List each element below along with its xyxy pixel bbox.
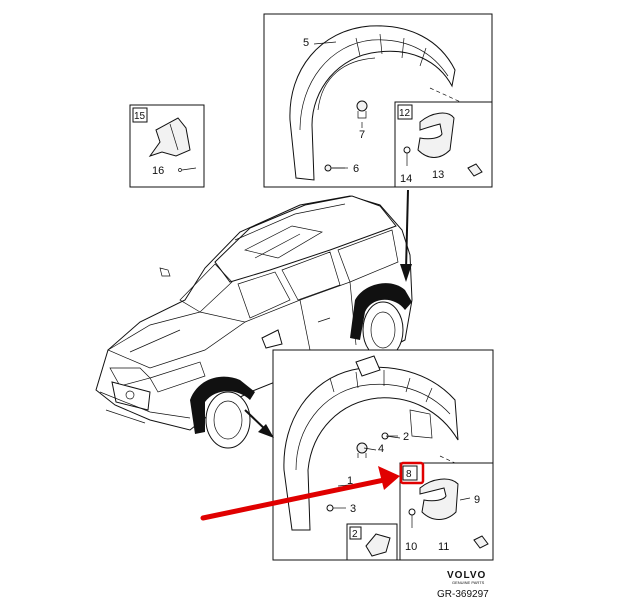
front-liner-frame — [272, 349, 494, 561]
callout-5: 5 — [303, 37, 309, 49]
splash-guard-frame — [129, 104, 205, 188]
callout-6: 6 — [353, 163, 359, 175]
rear-liner-frame — [263, 13, 493, 188]
callout-2-box: 2 — [352, 529, 358, 540]
callout-7: 7 — [359, 129, 365, 141]
callout-14: 14 — [400, 173, 412, 185]
callout-4: 4 — [378, 443, 384, 455]
callout-11: 11 — [438, 541, 449, 553]
callout-9: 9 — [474, 494, 480, 506]
diagram-code: GR-369297 — [437, 589, 489, 600]
callout-13: 13 — [432, 169, 444, 181]
callout-12: 12 — [399, 108, 411, 119]
connector-arrows — [244, 189, 412, 438]
callout-2-clip: 2 — [403, 431, 409, 443]
brand-name: VOLVO — [447, 570, 486, 581]
callout-1: 1 — [347, 475, 353, 487]
car-illustration — [95, 195, 413, 449]
highlight-box — [399, 461, 425, 485]
brand-block: VOLVO GENUINE PARTS GR-369297 — [437, 570, 489, 600]
callout-8: 8 — [406, 469, 412, 480]
callout-3: 3 — [350, 503, 356, 515]
callout-16: 16 — [152, 165, 164, 177]
callout-15: 15 — [134, 111, 146, 122]
callout-10: 10 — [405, 541, 417, 553]
brand-subtitle: GENUINE PARTS — [452, 580, 485, 585]
red-pointer-arrow — [200, 466, 400, 521]
